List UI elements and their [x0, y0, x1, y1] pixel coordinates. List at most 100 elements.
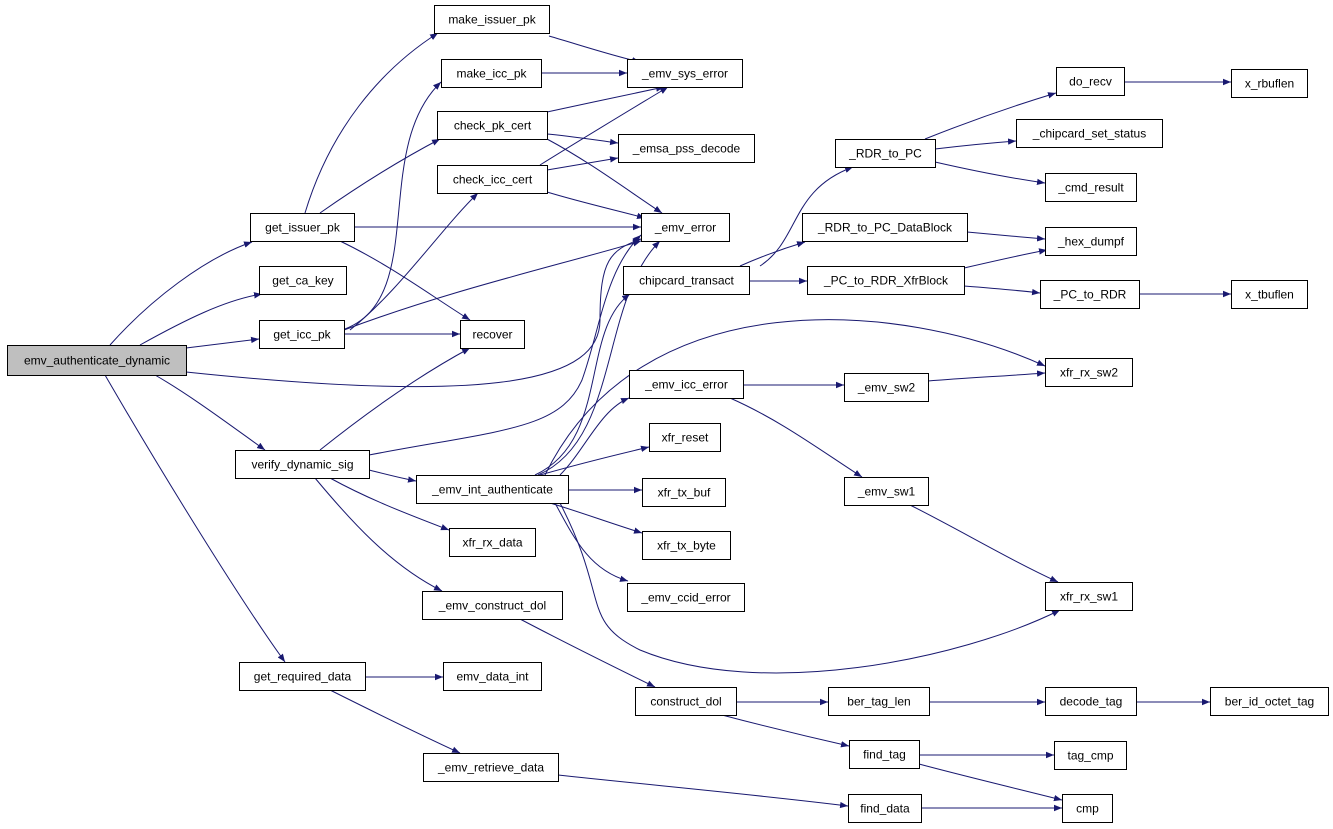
- edge-root-to-get_required_data: [104, 374, 286, 663]
- node-label: cmp: [1076, 802, 1099, 816]
- node-emv-sw1[interactable]: _emv_sw1: [844, 477, 929, 506]
- node-get-required-data[interactable]: get_required_data: [239, 662, 366, 691]
- node-box: [437, 111, 548, 140]
- edge-verify_dynamic_sig-to-xfr_rx_data: [329, 477, 450, 531]
- node-emv-retrieve-data[interactable]: _emv_retrieve_data: [423, 753, 559, 782]
- node-chipcard-transact[interactable]: chipcard_transact: [623, 266, 750, 295]
- node-emv-ccid-error[interactable]: _emv_ccid_error: [627, 583, 745, 612]
- node-make-issuer-pk[interactable]: make_issuer_pk: [434, 5, 550, 34]
- node-rdr-to-pc[interactable]: _RDR_to_PC: [835, 139, 936, 168]
- node-emv-int-authenticate[interactable]: _emv_int_authenticate: [416, 475, 569, 504]
- node-tag-cmp[interactable]: tag_cmp: [1054, 741, 1127, 770]
- node-get-issuer-pk[interactable]: get_issuer_pk: [250, 213, 355, 242]
- node-pc-to-rdr[interactable]: _PC_to_RDR: [1040, 280, 1140, 309]
- node-decode-tag[interactable]: decode_tag: [1045, 687, 1137, 716]
- edge-check_pk_cert-to-emv_sys_error: [546, 85, 665, 113]
- node-emv-error[interactable]: _emv_error: [641, 213, 730, 242]
- node-label: _emv_sw1: [857, 485, 916, 499]
- node-label: xfr_rx_data: [462, 536, 522, 550]
- node-chipcard-set-status[interactable]: _chipcard_set_status: [1016, 119, 1163, 148]
- node-get-icc-pk[interactable]: get_icc_pk: [259, 320, 345, 349]
- node-emv-construct-dol[interactable]: _emv_construct_dol: [422, 591, 563, 620]
- edge-check_pk_cert-to-emsa_pss_decode: [546, 133, 619, 146]
- node-verify-dynamic-sig[interactable]: verify_dynamic_sig: [235, 450, 370, 479]
- node-box: [828, 687, 930, 716]
- node-box: [635, 687, 737, 716]
- edge-root-to-verify_dynamic_sig: [154, 374, 266, 451]
- node-find-data[interactable]: find_data: [848, 794, 922, 823]
- node-check-icc-cert[interactable]: check_icc_cert: [437, 165, 548, 194]
- node-box: [807, 266, 965, 295]
- node-find-tag[interactable]: find_tag: [849, 740, 920, 769]
- node-cmd-result[interactable]: _cmd_result: [1045, 173, 1137, 202]
- node-ber-tag-len[interactable]: ber_tag_len: [828, 687, 930, 716]
- node-box: [7, 345, 187, 376]
- node-xfr-tx-buf[interactable]: xfr_tx_buf: [642, 478, 726, 507]
- node-box: [642, 478, 726, 507]
- edge-emv_icc_error-to-emv_sw1: [729, 397, 863, 478]
- node-label: construct_dol: [650, 695, 721, 709]
- node-box: [1045, 227, 1137, 256]
- edge-get_icc_pk-to-check_icc_cert: [349, 192, 479, 331]
- node-emv-sys-error[interactable]: _emv_sys_error: [627, 59, 743, 88]
- edge-emv_int_authenticate-to-xfr_rx_sw2: [544, 319, 1046, 476]
- node-box: [641, 213, 730, 242]
- node-label: _emv_error: [654, 221, 716, 235]
- node-label: xfr_tx_byte: [657, 539, 716, 553]
- edge-root-to-get_issuer_pk: [109, 241, 253, 346]
- node-get-ca-key[interactable]: get_ca_key: [259, 266, 347, 295]
- edge-verify_dynamic_sig-to-emv_int_authenticate: [368, 469, 417, 483]
- node-label: xfr_reset: [662, 431, 709, 445]
- node-emv-sw2[interactable]: _emv_sw2: [844, 373, 929, 402]
- node-box: [802, 213, 968, 242]
- node-rdr-to-pc-datablock[interactable]: _RDR_to_PC_DataBlock: [802, 213, 968, 242]
- node-label: xfr_rx_sw2: [1060, 366, 1118, 380]
- node-box: [1231, 69, 1308, 98]
- node-label: _emv_ccid_error: [640, 591, 730, 605]
- node-label: get_issuer_pk: [265, 221, 341, 235]
- node-xfr-rx-sw2[interactable]: xfr_rx_sw2: [1045, 358, 1133, 387]
- node-label: tag_cmp: [1067, 749, 1113, 763]
- node-emsa-pss-decode[interactable]: _emsa_pss_decode: [618, 134, 755, 163]
- node-label: _RDR_to_PC_DataBlock: [817, 221, 953, 235]
- node-emv-data-int[interactable]: emv_data_int: [443, 662, 542, 691]
- node-box: [1231, 280, 1308, 309]
- node-label: check_pk_cert: [454, 119, 532, 133]
- node-xfr-tx-byte[interactable]: xfr_tx_byte: [642, 531, 731, 560]
- node-xfr-rx-data[interactable]: xfr_rx_data: [449, 528, 536, 557]
- node-label: _emv_retrieve_data: [437, 761, 544, 775]
- edge-emv_construct_dol-to-construct_dol: [519, 618, 656, 688]
- edge-get_icc_pk-to-emv_error: [343, 240, 642, 331]
- edge-get_issuer_pk-to-check_pk_cert: [319, 138, 441, 214]
- call-edges: [104, 32, 1231, 812]
- node-do-recv[interactable]: do_recv: [1056, 67, 1125, 96]
- node-label: decode_tag: [1060, 695, 1123, 709]
- node-construct-dol[interactable]: construct_dol: [635, 687, 737, 716]
- node-check-pk-cert[interactable]: check_pk_cert: [437, 111, 548, 140]
- node-x-tbuflen[interactable]: x_tbuflen: [1231, 280, 1308, 309]
- node-root[interactable]: emv_authenticate_dynamic: [7, 345, 187, 376]
- node-recover[interactable]: recover: [460, 320, 525, 349]
- node-hex-dumpf[interactable]: _hex_dumpf: [1045, 227, 1137, 256]
- node-box: [1045, 173, 1137, 202]
- edge-check_icc_cert-to-emv_error: [546, 191, 646, 220]
- node-ber-id-octet-tag[interactable]: ber_id_octet_tag: [1210, 687, 1329, 716]
- node-xfr-rx-sw1[interactable]: xfr_rx_sw1: [1045, 582, 1133, 611]
- node-emv-icc-error[interactable]: _emv_icc_error: [629, 370, 744, 399]
- node-xfr-reset[interactable]: xfr_reset: [649, 423, 721, 452]
- node-x-rbuflen[interactable]: x_rbuflen: [1231, 69, 1308, 98]
- node-make-icc-pk[interactable]: make_icc_pk: [441, 59, 542, 88]
- node-box: [259, 320, 345, 349]
- node-cmp[interactable]: cmp: [1062, 794, 1113, 823]
- node-label: x_rbuflen: [1245, 77, 1294, 91]
- edge-rdr_to_pc_datablock-to-hex_dumpf: [966, 231, 1046, 242]
- node-box: [1045, 582, 1133, 611]
- node-label: _emv_icc_error: [644, 378, 728, 392]
- node-label: chipcard_transact: [639, 274, 734, 288]
- node-box: [416, 475, 569, 504]
- node-pc-to-rdr-xfrblock[interactable]: _PC_to_RDR_XfrBlock: [807, 266, 965, 295]
- edge-construct_dol-to-find_tag: [721, 714, 850, 748]
- edge-emv_int_authenticate-to-emv_icc_error: [559, 397, 630, 476]
- edge-root-to-get_ca_key: [139, 292, 263, 346]
- node-box: [618, 134, 755, 163]
